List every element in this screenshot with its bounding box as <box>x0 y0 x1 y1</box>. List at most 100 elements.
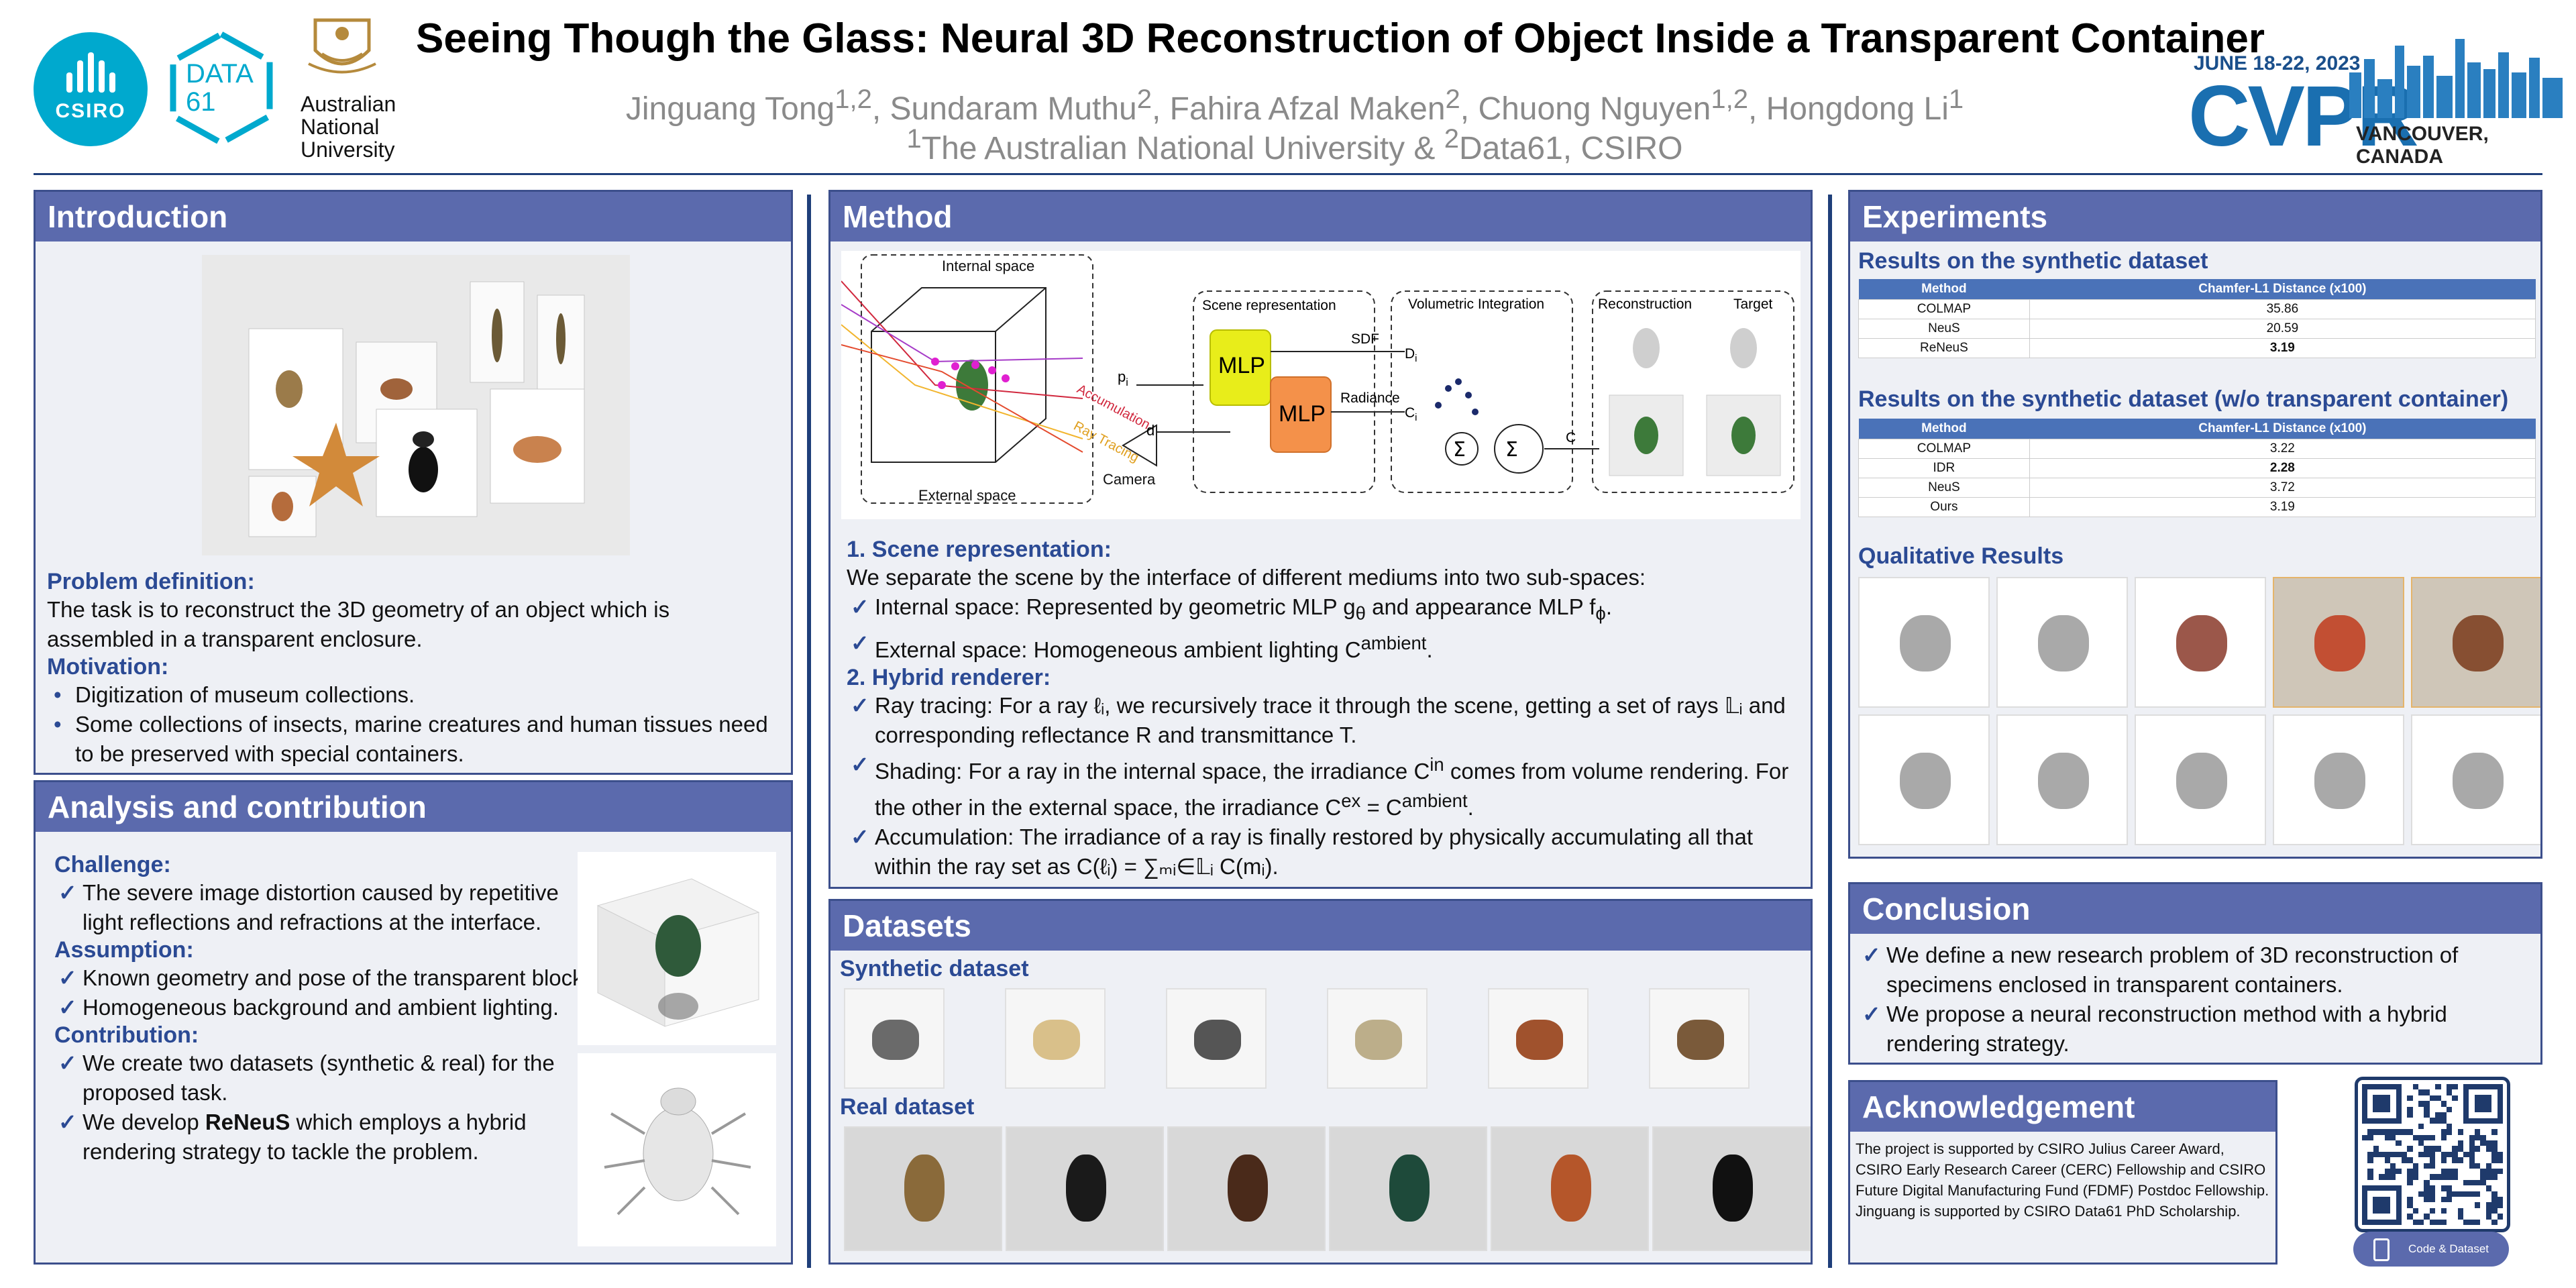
qr-module <box>2396 1169 2402 1175</box>
column-divider-left <box>807 195 811 1268</box>
conclusion-panel: Conclusion We define a new research prob… <box>1848 882 2542 1065</box>
code-dataset-label: Code & Dataset <box>2408 1242 2489 1255</box>
value-cell: 3.22 <box>2029 439 2536 459</box>
real-dataset-heading: Real dataset <box>840 1094 975 1120</box>
no-container-results-heading: Results on the synthetic dataset (w/o tr… <box>1858 386 2509 412</box>
qr-finder <box>2463 1084 2503 1124</box>
qr-module <box>2469 1163 2475 1169</box>
conference-location: VANCOUVER, CANADA <box>2356 123 2489 168</box>
list-item: Shading: For a ray in the internal space… <box>847 750 1799 822</box>
qr-module <box>2447 1151 2453 1158</box>
qr-module <box>2367 1129 2373 1135</box>
external-space-text: External space: Homogeneous ambient ligh… <box>875 637 1361 662</box>
geometry-mlp-label: MLP <box>1218 353 1265 378</box>
qr-module <box>2424 1112 2430 1118</box>
volumetric-integration-box <box>1391 290 1573 493</box>
qr-module <box>2469 1179 2475 1186</box>
qr-module <box>2424 1101 2430 1107</box>
qr-module <box>2485 1140 2492 1146</box>
header-divider <box>34 173 2542 175</box>
internal-space-box <box>861 254 1093 504</box>
challenge-list: The severe image distortion caused by re… <box>54 878 591 937</box>
qr-module <box>2379 1174 2385 1180</box>
table-header: Method <box>1858 279 2030 300</box>
qr-module <box>2497 1214 2503 1220</box>
analysis-panel: Analysis and contribution Challenge: The… <box>34 780 793 1265</box>
author-name: Sundaram Muthu <box>890 91 1137 127</box>
list-item: We propose a neural reconstruction metho… <box>1858 1000 2522 1059</box>
qr-module <box>2463 1191 2469 1197</box>
real-dataset-image <box>1329 1126 1487 1251</box>
point-label: p <box>1118 368 1126 385</box>
contribution-heading: Contribution: <box>54 1022 199 1048</box>
anu-logo-text: Australian National University <box>301 92 396 162</box>
qr-module <box>2447 1129 2453 1135</box>
qr-module <box>2447 1169 2453 1175</box>
qr-module <box>2367 1151 2373 1158</box>
assumption-heading: Assumption: <box>54 937 194 963</box>
qr-module <box>2452 1146 2458 1152</box>
synthetic-results-table: Method Chamfer-L1 Distance (x100) COLMAP… <box>1858 279 2536 358</box>
column-divider-right <box>1828 195 1832 1268</box>
list-item: We develop ReNeuS which employs a hybrid… <box>54 1108 591 1167</box>
qr-code[interactable] <box>2355 1077 2510 1232</box>
qr-module <box>2412 1163 2418 1169</box>
vancouver-skyline-icon <box>2349 39 2563 118</box>
list-item: Digitization of museum collections. <box>47 680 782 710</box>
challenge-heading: Challenge: <box>54 852 171 877</box>
qr-module <box>2435 1084 2441 1090</box>
qr-module <box>2452 1191 2458 1197</box>
qr-module <box>2418 1123 2424 1130</box>
analysis-title: Analysis and contribution <box>36 782 791 832</box>
qr-module <box>2435 1095 2441 1102</box>
internal-space-text: Internal space: Represented by geometric… <box>875 594 1356 619</box>
qr-module <box>2407 1202 2413 1208</box>
qr-module <box>2424 1151 2430 1158</box>
camera-icon <box>1122 424 1157 467</box>
qr-module <box>2475 1134 2481 1140</box>
qualitative-result-image <box>2135 577 2266 708</box>
qr-module <box>2424 1214 2430 1220</box>
datasets-panel: Datasets Synthetic dataset Real dataset <box>828 899 1813 1265</box>
qr-module <box>2491 1197 2498 1203</box>
csiro-logo-text: CSIRO <box>55 100 126 122</box>
value-cell: 35.86 <box>2029 299 2536 319</box>
qr-module <box>2469 1151 2475 1158</box>
data61-logo-top: DATA <box>186 59 254 89</box>
qr-module <box>2485 1163 2492 1169</box>
qr-module <box>2424 1185 2430 1191</box>
method-cell: NeuS <box>1858 478 2030 498</box>
qr-module <box>2412 1084 2418 1090</box>
qr-module <box>2463 1151 2469 1158</box>
qr-module <box>2447 1197 2453 1203</box>
code-dataset-button[interactable]: Code & Dataset <box>2353 1232 2509 1267</box>
qr-module <box>2407 1179 2413 1186</box>
qualitative-result-image <box>1996 577 2128 708</box>
affil-1: The Australian National University & <box>921 131 1444 166</box>
affil-sup-2: 2 <box>1444 124 1460 154</box>
qr-module <box>2475 1179 2481 1186</box>
introduction-title: Introduction <box>36 192 791 241</box>
qr-module <box>2475 1163 2481 1169</box>
phone-icon <box>2373 1238 2390 1261</box>
qr-module <box>2497 1157 2503 1163</box>
qr-module <box>2390 1129 2396 1135</box>
author-name: Chuong Nguyen <box>1478 91 1711 127</box>
qr-module <box>2452 1151 2458 1158</box>
qr-module <box>2373 1151 2379 1158</box>
problem-heading: Problem definition: <box>47 569 255 594</box>
beetle-reconstruction-render <box>578 1053 776 1246</box>
list-item: We create two datasets (synthetic & real… <box>54 1049 591 1108</box>
author-affil-sup: 1,2 <box>1711 85 1748 114</box>
qr-module <box>2412 1169 2418 1175</box>
period: . <box>1426 637 1433 662</box>
qr-module <box>2367 1169 2373 1175</box>
qr-module <box>2469 1140 2475 1146</box>
qr-module <box>2440 1157 2447 1163</box>
method-title: Method <box>830 192 1811 241</box>
problem-text: The task is to reconstruct the 3D geomet… <box>47 597 670 651</box>
csiro-logo-bars <box>66 52 115 93</box>
qr-module <box>2469 1191 2475 1197</box>
